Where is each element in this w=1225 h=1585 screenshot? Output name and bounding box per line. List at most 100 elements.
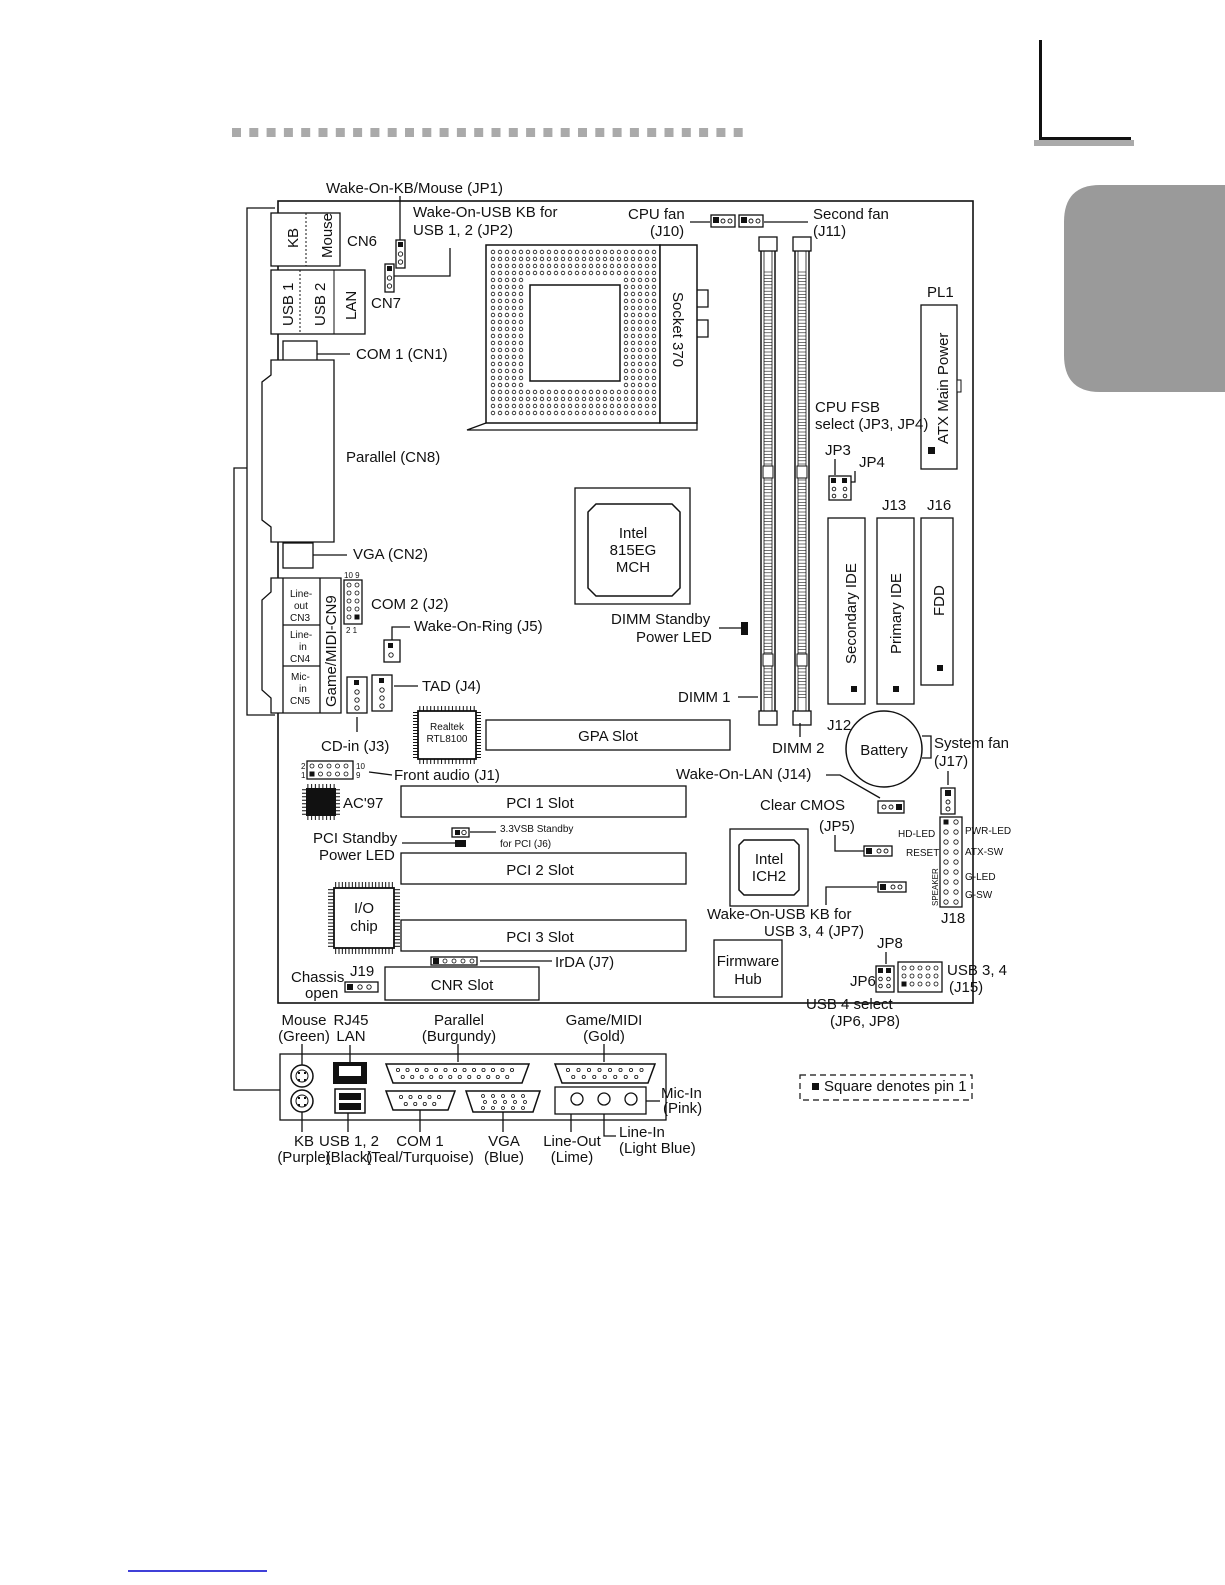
dimm-latch xyxy=(758,710,778,726)
front-panel-header: HD-LED PWR-LED RESET ATX-SW SPEAKER G-LE… xyxy=(898,816,1011,927)
dsub-pin xyxy=(587,1068,592,1073)
dsub-pin xyxy=(414,1068,419,1073)
socket-pin xyxy=(630,389,636,395)
socket-pin xyxy=(518,298,524,304)
header-dot xyxy=(370,128,380,137)
vsb-label-1: 3.3VSB Standby xyxy=(500,824,573,835)
dsub-pin xyxy=(486,1075,491,1080)
cpu-fsb-label-2: select (JP3, JP4) xyxy=(815,416,928,433)
socket-pin xyxy=(651,333,657,339)
header-dot xyxy=(335,128,345,137)
ac97-chip: AC'97 xyxy=(302,784,383,820)
socket-pin xyxy=(651,340,657,346)
socket-pin xyxy=(539,410,545,416)
header-pin xyxy=(318,763,323,769)
io-bracket xyxy=(233,207,280,1091)
socket-pin xyxy=(511,403,517,409)
system-fan-label-2: (J17) xyxy=(934,753,968,770)
io-micin-label-2: (Pink) xyxy=(663,1100,702,1117)
io-mouse-label-2: (Green) xyxy=(278,1028,330,1045)
socket-pin xyxy=(637,333,643,339)
header-dot xyxy=(422,128,432,137)
pci-standby-label-1: PCI Standby xyxy=(313,830,398,847)
j19-label: J19 xyxy=(350,963,374,980)
socket-pin xyxy=(497,305,503,311)
socket-pin xyxy=(595,410,601,416)
com2-pin2-label: 2 1 xyxy=(346,626,358,635)
socket-pin xyxy=(623,396,629,402)
header-dot xyxy=(681,128,691,137)
socket-pin xyxy=(644,284,650,290)
header-pin xyxy=(318,771,323,777)
socket-pin xyxy=(504,361,510,367)
socket-pin xyxy=(574,270,580,276)
socket-pin xyxy=(651,298,657,304)
front-audio-label: Front audio (J1) xyxy=(394,767,500,784)
dsub-pin xyxy=(436,1095,441,1100)
socket-pin xyxy=(644,263,650,269)
cn7-label: CN7 xyxy=(371,295,401,312)
io-com1-label-2: (Teal/Turquoise) xyxy=(366,1149,474,1166)
header-dot xyxy=(526,128,536,137)
tad-label: TAD (J4) xyxy=(422,678,481,695)
dsub-pin xyxy=(481,1068,486,1073)
socket-pin xyxy=(511,305,517,311)
header-dot xyxy=(578,128,587,137)
socket-pin xyxy=(511,291,517,297)
socket-pin xyxy=(504,263,510,269)
socket-pin xyxy=(623,410,629,416)
rear-audio-jacks xyxy=(554,1086,660,1137)
socket-pin xyxy=(504,410,510,416)
socket-pin xyxy=(525,396,531,402)
com2-pin10-label: 10 9 xyxy=(344,571,360,580)
socket-pin xyxy=(490,284,496,290)
pci3-slot: PCI 3 Slot xyxy=(400,919,687,952)
header-pin xyxy=(309,763,315,769)
socket-pin xyxy=(602,256,608,262)
wake-on-lan-header: Wake-On-LAN (J14) xyxy=(676,766,905,814)
io-rj45-label-1: RJ45 xyxy=(333,1012,368,1029)
socket-pin xyxy=(581,263,587,269)
socket-pin xyxy=(623,375,629,381)
io-game-label-1: Game/MIDI xyxy=(566,1012,643,1029)
socket-pin xyxy=(637,396,643,402)
dsub-pin xyxy=(452,1068,457,1073)
header-dot xyxy=(612,128,622,137)
header-pin xyxy=(917,973,923,979)
socket-pin xyxy=(511,312,517,318)
header-pin xyxy=(901,973,907,979)
socket-pin xyxy=(497,277,503,283)
rear-io-panel: Mouse (Green) RJ45 LAN Parallel (Burgund… xyxy=(277,1012,702,1166)
socket-pin xyxy=(518,291,524,297)
ich2-label-1: Intel xyxy=(755,851,783,868)
header-pin xyxy=(326,771,332,777)
socket-pin xyxy=(518,319,524,325)
socket-pin xyxy=(609,396,615,402)
socket-pin xyxy=(651,312,657,318)
socket-pin xyxy=(525,249,531,255)
socket-pin xyxy=(490,340,496,346)
socket-pin xyxy=(588,403,594,409)
dimm-key xyxy=(796,465,808,479)
socket-pin xyxy=(630,305,636,311)
header-pin xyxy=(953,869,959,875)
dsub-pin xyxy=(501,1094,505,1098)
socket-pin xyxy=(644,312,650,318)
socket-pin xyxy=(539,249,545,255)
header-pin xyxy=(442,958,448,964)
com2-label: COM 2 (J2) xyxy=(371,596,449,613)
socket-pin xyxy=(560,256,566,262)
socket-pin xyxy=(553,263,559,269)
chassis-label-1: Chassis xyxy=(291,969,344,986)
socket-pin xyxy=(644,396,650,402)
vsb-label-2: for PCI (J6) xyxy=(500,839,551,850)
header-pin xyxy=(943,859,949,865)
socket-pin xyxy=(511,284,517,290)
atx-sw-label: ATX-SW xyxy=(965,847,1004,858)
socket-pin xyxy=(518,396,524,402)
parallel-label: Parallel (CN8) xyxy=(346,449,440,466)
io-parallel-label-1: Parallel xyxy=(434,1012,484,1029)
socket-pin xyxy=(504,291,510,297)
socket-pin xyxy=(553,410,559,416)
socket-pin xyxy=(623,368,629,374)
